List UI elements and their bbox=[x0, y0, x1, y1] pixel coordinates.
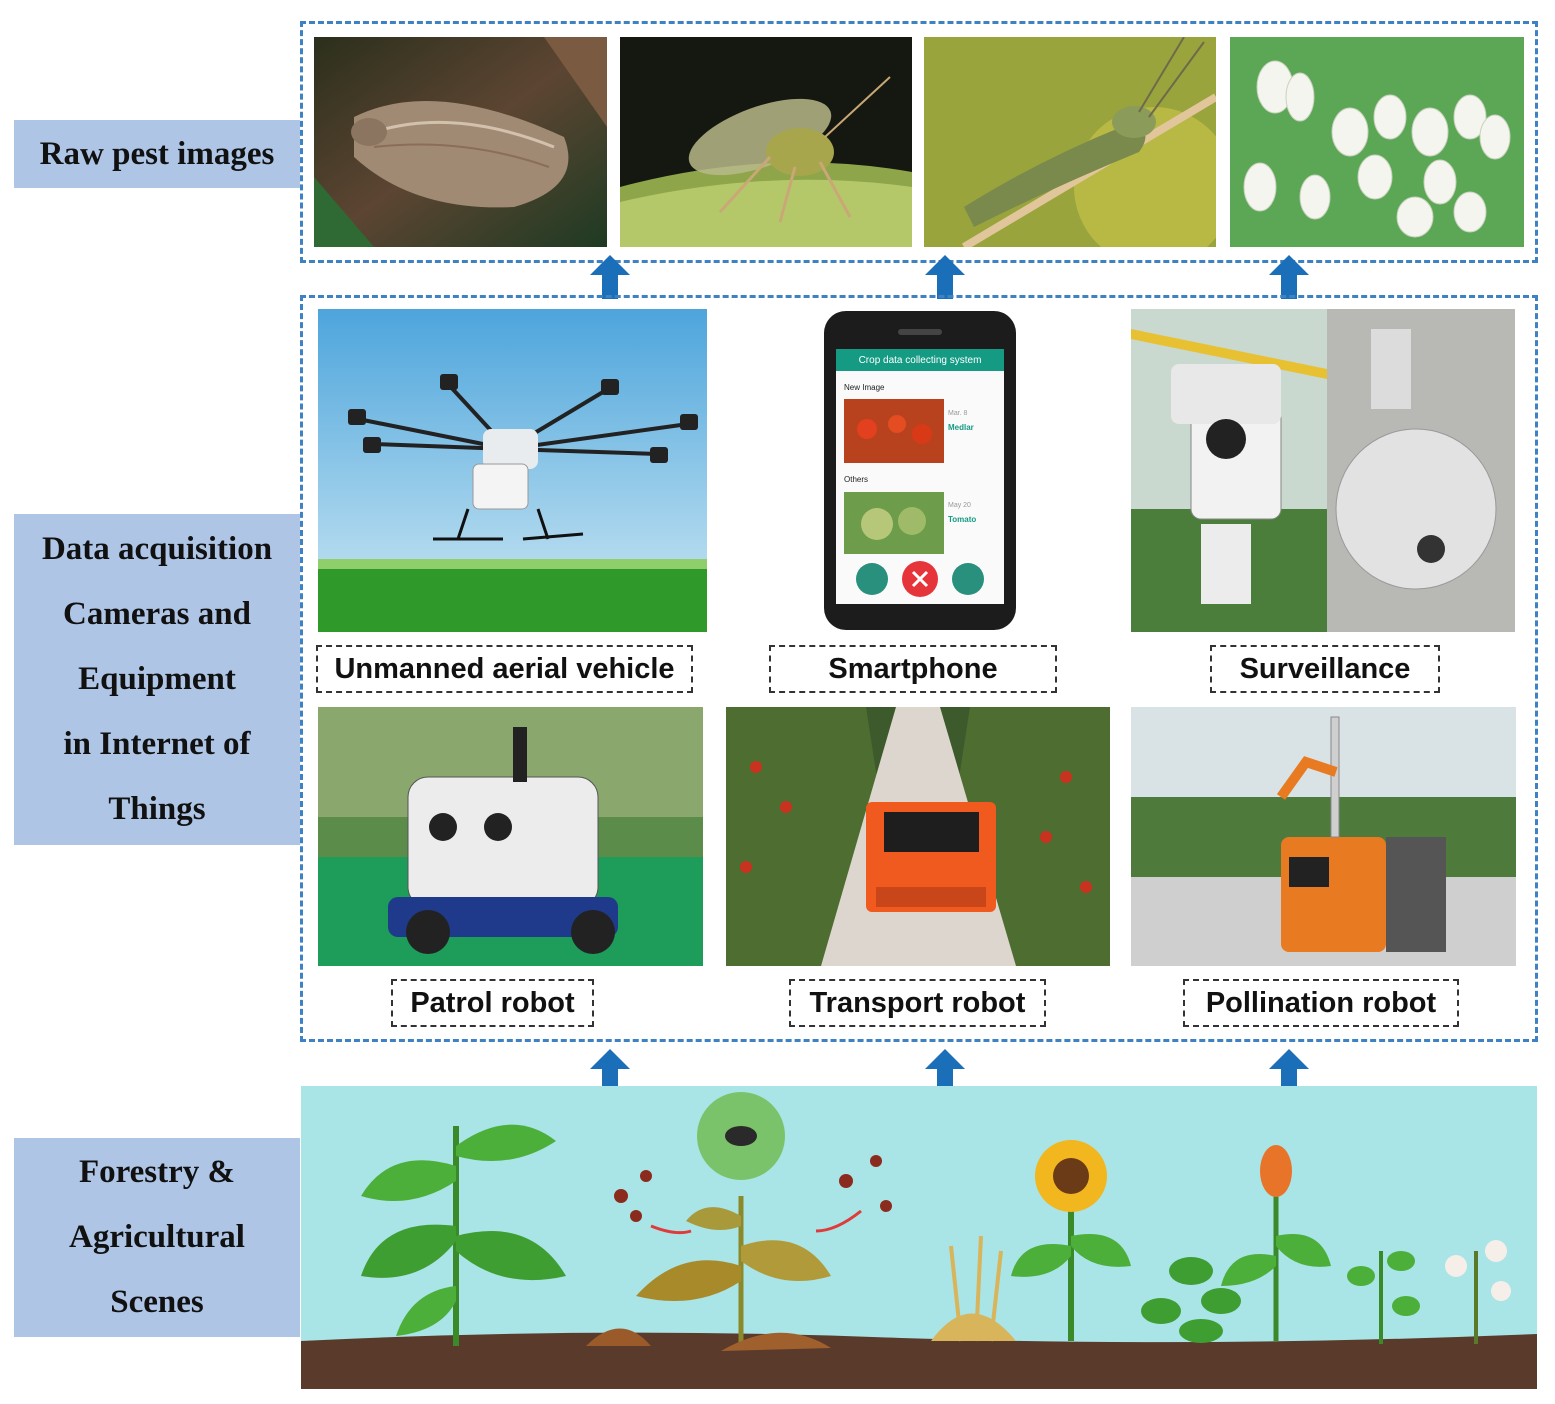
raw-pest-images-label: Raw pest images bbox=[14, 120, 300, 188]
label-line: Scenes bbox=[110, 1284, 204, 1320]
whitefly-photo bbox=[1230, 37, 1524, 247]
label-line: Equipment bbox=[78, 661, 236, 697]
app-section-others: Others bbox=[844, 475, 869, 484]
transport-robot-photo bbox=[726, 707, 1110, 966]
forestry-agricultural-scenes-label: Forestry & Agricultural Scenes bbox=[14, 1138, 300, 1337]
app-title: Crop data collecting system bbox=[858, 355, 982, 366]
pollination-robot-caption: Pollination robot bbox=[1183, 979, 1459, 1027]
up-arrow bbox=[1269, 255, 1309, 299]
data-acquisition-label: Data acquisition Cameras and Equipment i… bbox=[14, 514, 300, 845]
label-line: in Internet of bbox=[63, 726, 251, 762]
surveillance-caption: Surveillance bbox=[1210, 645, 1440, 693]
patrol-robot-photo bbox=[318, 707, 703, 966]
raw-images-frame bbox=[300, 21, 1538, 263]
green-plant-icon bbox=[361, 1124, 566, 1346]
up-arrow bbox=[1269, 1049, 1309, 1093]
up-arrow bbox=[925, 255, 965, 299]
pollination-robot-photo bbox=[1131, 707, 1516, 966]
aphid-photo bbox=[620, 37, 912, 247]
up-arrow bbox=[925, 1049, 965, 1093]
label-line: Raw pest images bbox=[39, 135, 275, 172]
label-line: Forestry & bbox=[78, 1154, 236, 1190]
app-item-name: Medlar bbox=[948, 423, 974, 432]
devices-frame bbox=[300, 295, 1538, 1042]
up-arrow bbox=[590, 1049, 630, 1093]
label-line: Data acquisition bbox=[41, 531, 273, 567]
label-line: Cameras and bbox=[63, 596, 251, 632]
up-arrow bbox=[590, 255, 630, 299]
transport-robot-caption: Transport robot bbox=[789, 979, 1046, 1027]
smartphone-caption: Smartphone bbox=[769, 645, 1057, 693]
app-item-date: May 20 bbox=[948, 502, 971, 509]
uav-photo bbox=[318, 309, 707, 632]
app-item-date: Mar. 8 bbox=[948, 410, 968, 417]
app-section-new: New Image bbox=[844, 383, 885, 392]
moth-photo bbox=[314, 37, 607, 247]
surveillance-photo bbox=[1131, 309, 1515, 632]
agricultural-scene-illustration bbox=[301, 1086, 1537, 1389]
uav-caption: Unmanned aerial vehicle bbox=[316, 645, 693, 693]
label-line: Things bbox=[108, 791, 206, 827]
grasshopper-photo bbox=[924, 37, 1216, 247]
smartphone-photo bbox=[822, 309, 1018, 632]
label-line: Agricultural bbox=[69, 1219, 245, 1255]
patrol-robot-caption: Patrol robot bbox=[391, 979, 594, 1027]
app-item-name: Tomato bbox=[948, 515, 977, 524]
